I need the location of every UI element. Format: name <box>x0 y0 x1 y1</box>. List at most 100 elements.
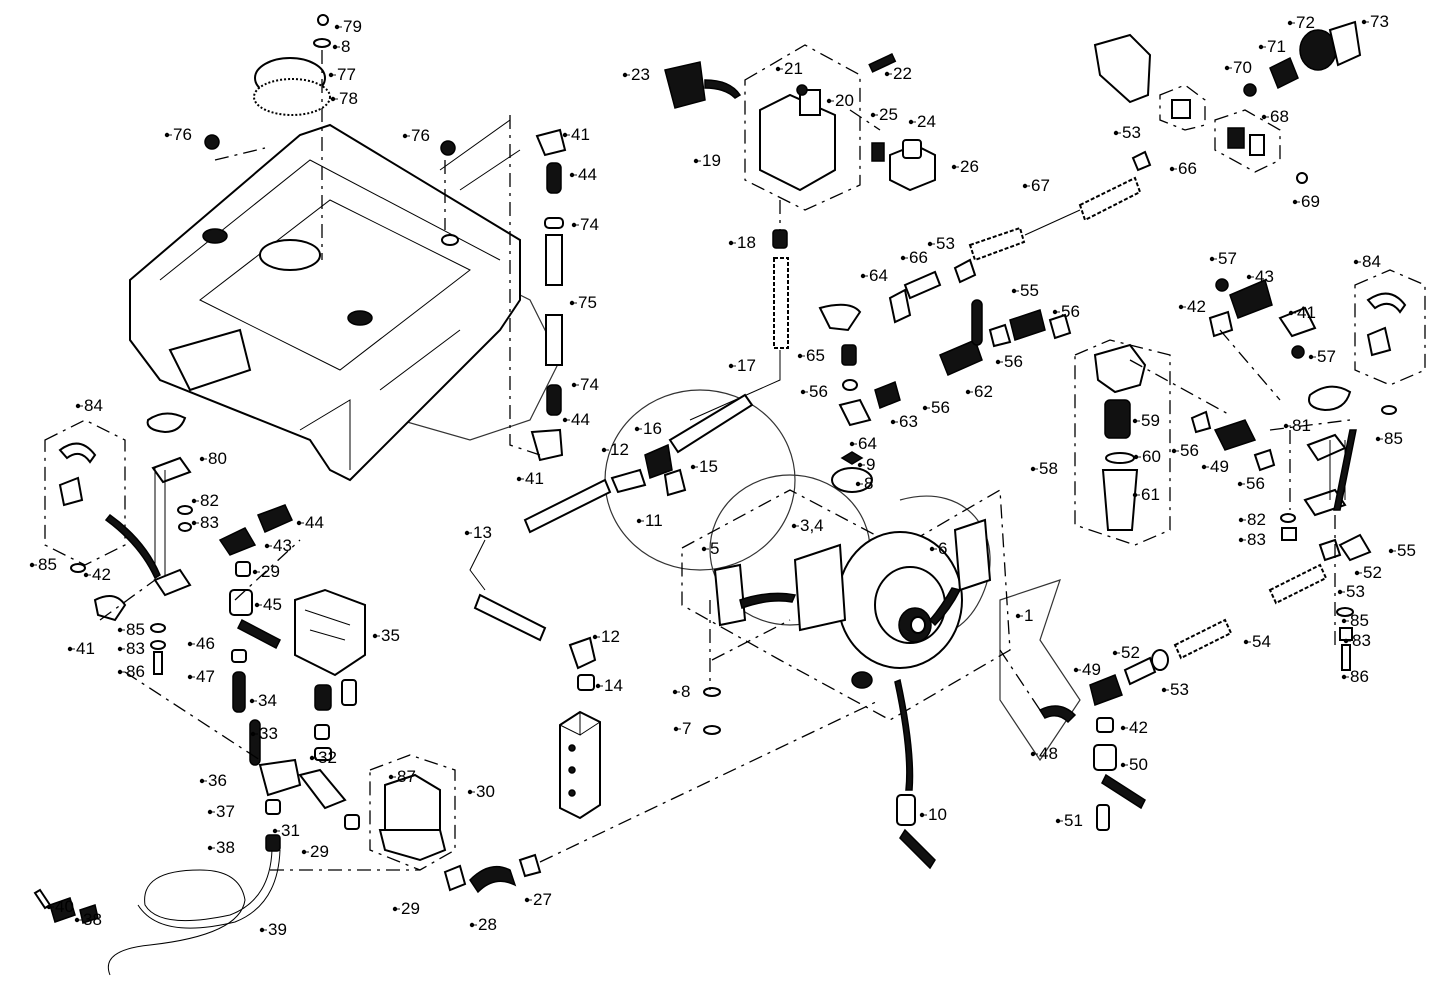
callout-58: 58 <box>1039 459 1058 478</box>
vertical-hose-assembly <box>530 128 567 462</box>
callout-55: 55 <box>1020 281 1039 300</box>
filter-assembly <box>1074 339 1171 546</box>
callout-42: 42 <box>1187 297 1206 316</box>
callout-56: 56 <box>1004 352 1023 371</box>
callout-5: 5 <box>710 539 720 558</box>
callout-24: 24 <box>917 112 936 131</box>
callout-81: 81 <box>1292 416 1311 435</box>
callout-22: 22 <box>893 64 912 83</box>
callout-82: 82 <box>200 491 219 510</box>
callout-8: 8 <box>681 682 691 701</box>
callout-54: 54 <box>1252 632 1271 651</box>
callout-8: 8 <box>864 474 874 493</box>
callout-3-4: 3,4 <box>800 516 824 535</box>
callout-56: 56 <box>931 398 950 417</box>
callout-18: 18 <box>737 233 756 252</box>
callout-43: 43 <box>273 536 292 555</box>
callout-12: 12 <box>601 627 620 646</box>
callout-85: 85 <box>38 555 57 574</box>
callout-37: 37 <box>216 802 235 821</box>
callout-87: 87 <box>397 767 416 786</box>
callout-53: 53 <box>1122 123 1141 142</box>
suction-hose <box>33 849 542 976</box>
callout-78: 78 <box>339 89 358 108</box>
pump-assembly <box>681 451 1011 791</box>
callout-41: 41 <box>525 469 544 488</box>
callout-76: 76 <box>173 125 192 144</box>
callout-57: 57 <box>1218 249 1237 268</box>
callout-56: 56 <box>1180 441 1199 460</box>
callout-35: 35 <box>381 626 400 645</box>
frame-tank <box>129 119 521 482</box>
callout-86: 86 <box>1350 667 1369 686</box>
left-fittings <box>218 504 294 713</box>
callout-74: 74 <box>580 215 599 234</box>
callout-19: 19 <box>702 151 721 170</box>
right-fittings <box>1190 278 1317 472</box>
callout-62: 62 <box>974 382 993 401</box>
callout-42: 42 <box>92 565 111 584</box>
tank-lid <box>204 14 456 156</box>
callout-51: 51 <box>1064 811 1083 830</box>
callout-16: 16 <box>643 419 662 438</box>
callout-8: 8 <box>341 37 351 56</box>
callout-77: 77 <box>337 65 356 84</box>
callout-56: 56 <box>1246 474 1265 493</box>
callout-75: 75 <box>578 293 597 312</box>
callout-56: 56 <box>1061 302 1080 321</box>
right-brackets <box>1280 269 1426 562</box>
callout-13: 13 <box>473 523 492 542</box>
callout-49: 49 <box>1082 660 1101 679</box>
callout-44: 44 <box>578 165 597 184</box>
callout-71: 71 <box>1267 37 1286 56</box>
callout-57: 57 <box>1317 347 1336 366</box>
callout-29: 29 <box>261 562 280 581</box>
callout-9: 9 <box>866 455 876 474</box>
callout-68: 68 <box>1270 107 1289 126</box>
callout-41: 41 <box>1297 303 1316 322</box>
callout-23: 23 <box>631 65 650 84</box>
callout-29: 29 <box>310 842 329 861</box>
callout-84: 84 <box>1362 252 1381 271</box>
callout-52: 52 <box>1363 563 1382 582</box>
callout-85: 85 <box>126 620 145 639</box>
callout-48: 48 <box>1039 744 1058 763</box>
callout-85: 85 <box>1350 611 1369 630</box>
callout-33: 33 <box>259 724 278 743</box>
callout-26: 26 <box>960 157 979 176</box>
callout-61: 61 <box>1141 485 1160 504</box>
callout-60: 60 <box>1142 447 1161 466</box>
callout-63: 63 <box>899 412 918 431</box>
callout-67: 67 <box>1031 176 1050 195</box>
callout-20: 20 <box>835 91 854 110</box>
upper-right-fittings <box>818 150 1152 427</box>
callout-40: 40 <box>55 897 74 916</box>
callout-44: 44 <box>305 513 324 532</box>
routing-lines <box>99 50 1351 871</box>
callout-28: 28 <box>478 915 497 934</box>
manifold-block <box>559 710 601 820</box>
callout-31: 31 <box>281 821 300 840</box>
callout-43: 43 <box>1255 267 1274 286</box>
callout-66: 66 <box>909 248 928 267</box>
callout-65: 65 <box>806 346 825 365</box>
callout-53: 53 <box>1346 582 1365 601</box>
callout-38: 38 <box>83 910 102 929</box>
callout-82: 82 <box>1247 510 1266 529</box>
callout-83: 83 <box>200 513 219 532</box>
callout-15: 15 <box>699 457 718 476</box>
callout-10: 10 <box>928 805 947 824</box>
hose-13 <box>469 393 754 691</box>
callout-70: 70 <box>1233 58 1252 77</box>
callout-52: 52 <box>1121 643 1140 662</box>
callout-83: 83 <box>126 639 145 658</box>
callout-69: 69 <box>1301 192 1320 211</box>
callout-59: 59 <box>1141 411 1160 430</box>
callout-74: 74 <box>580 375 599 394</box>
callout-30: 30 <box>476 782 495 801</box>
callout-83: 83 <box>1352 631 1371 650</box>
callout-44: 44 <box>571 410 590 429</box>
callout-46: 46 <box>196 634 215 653</box>
callout-leaders <box>29 19 1396 933</box>
callout-53: 53 <box>936 234 955 253</box>
